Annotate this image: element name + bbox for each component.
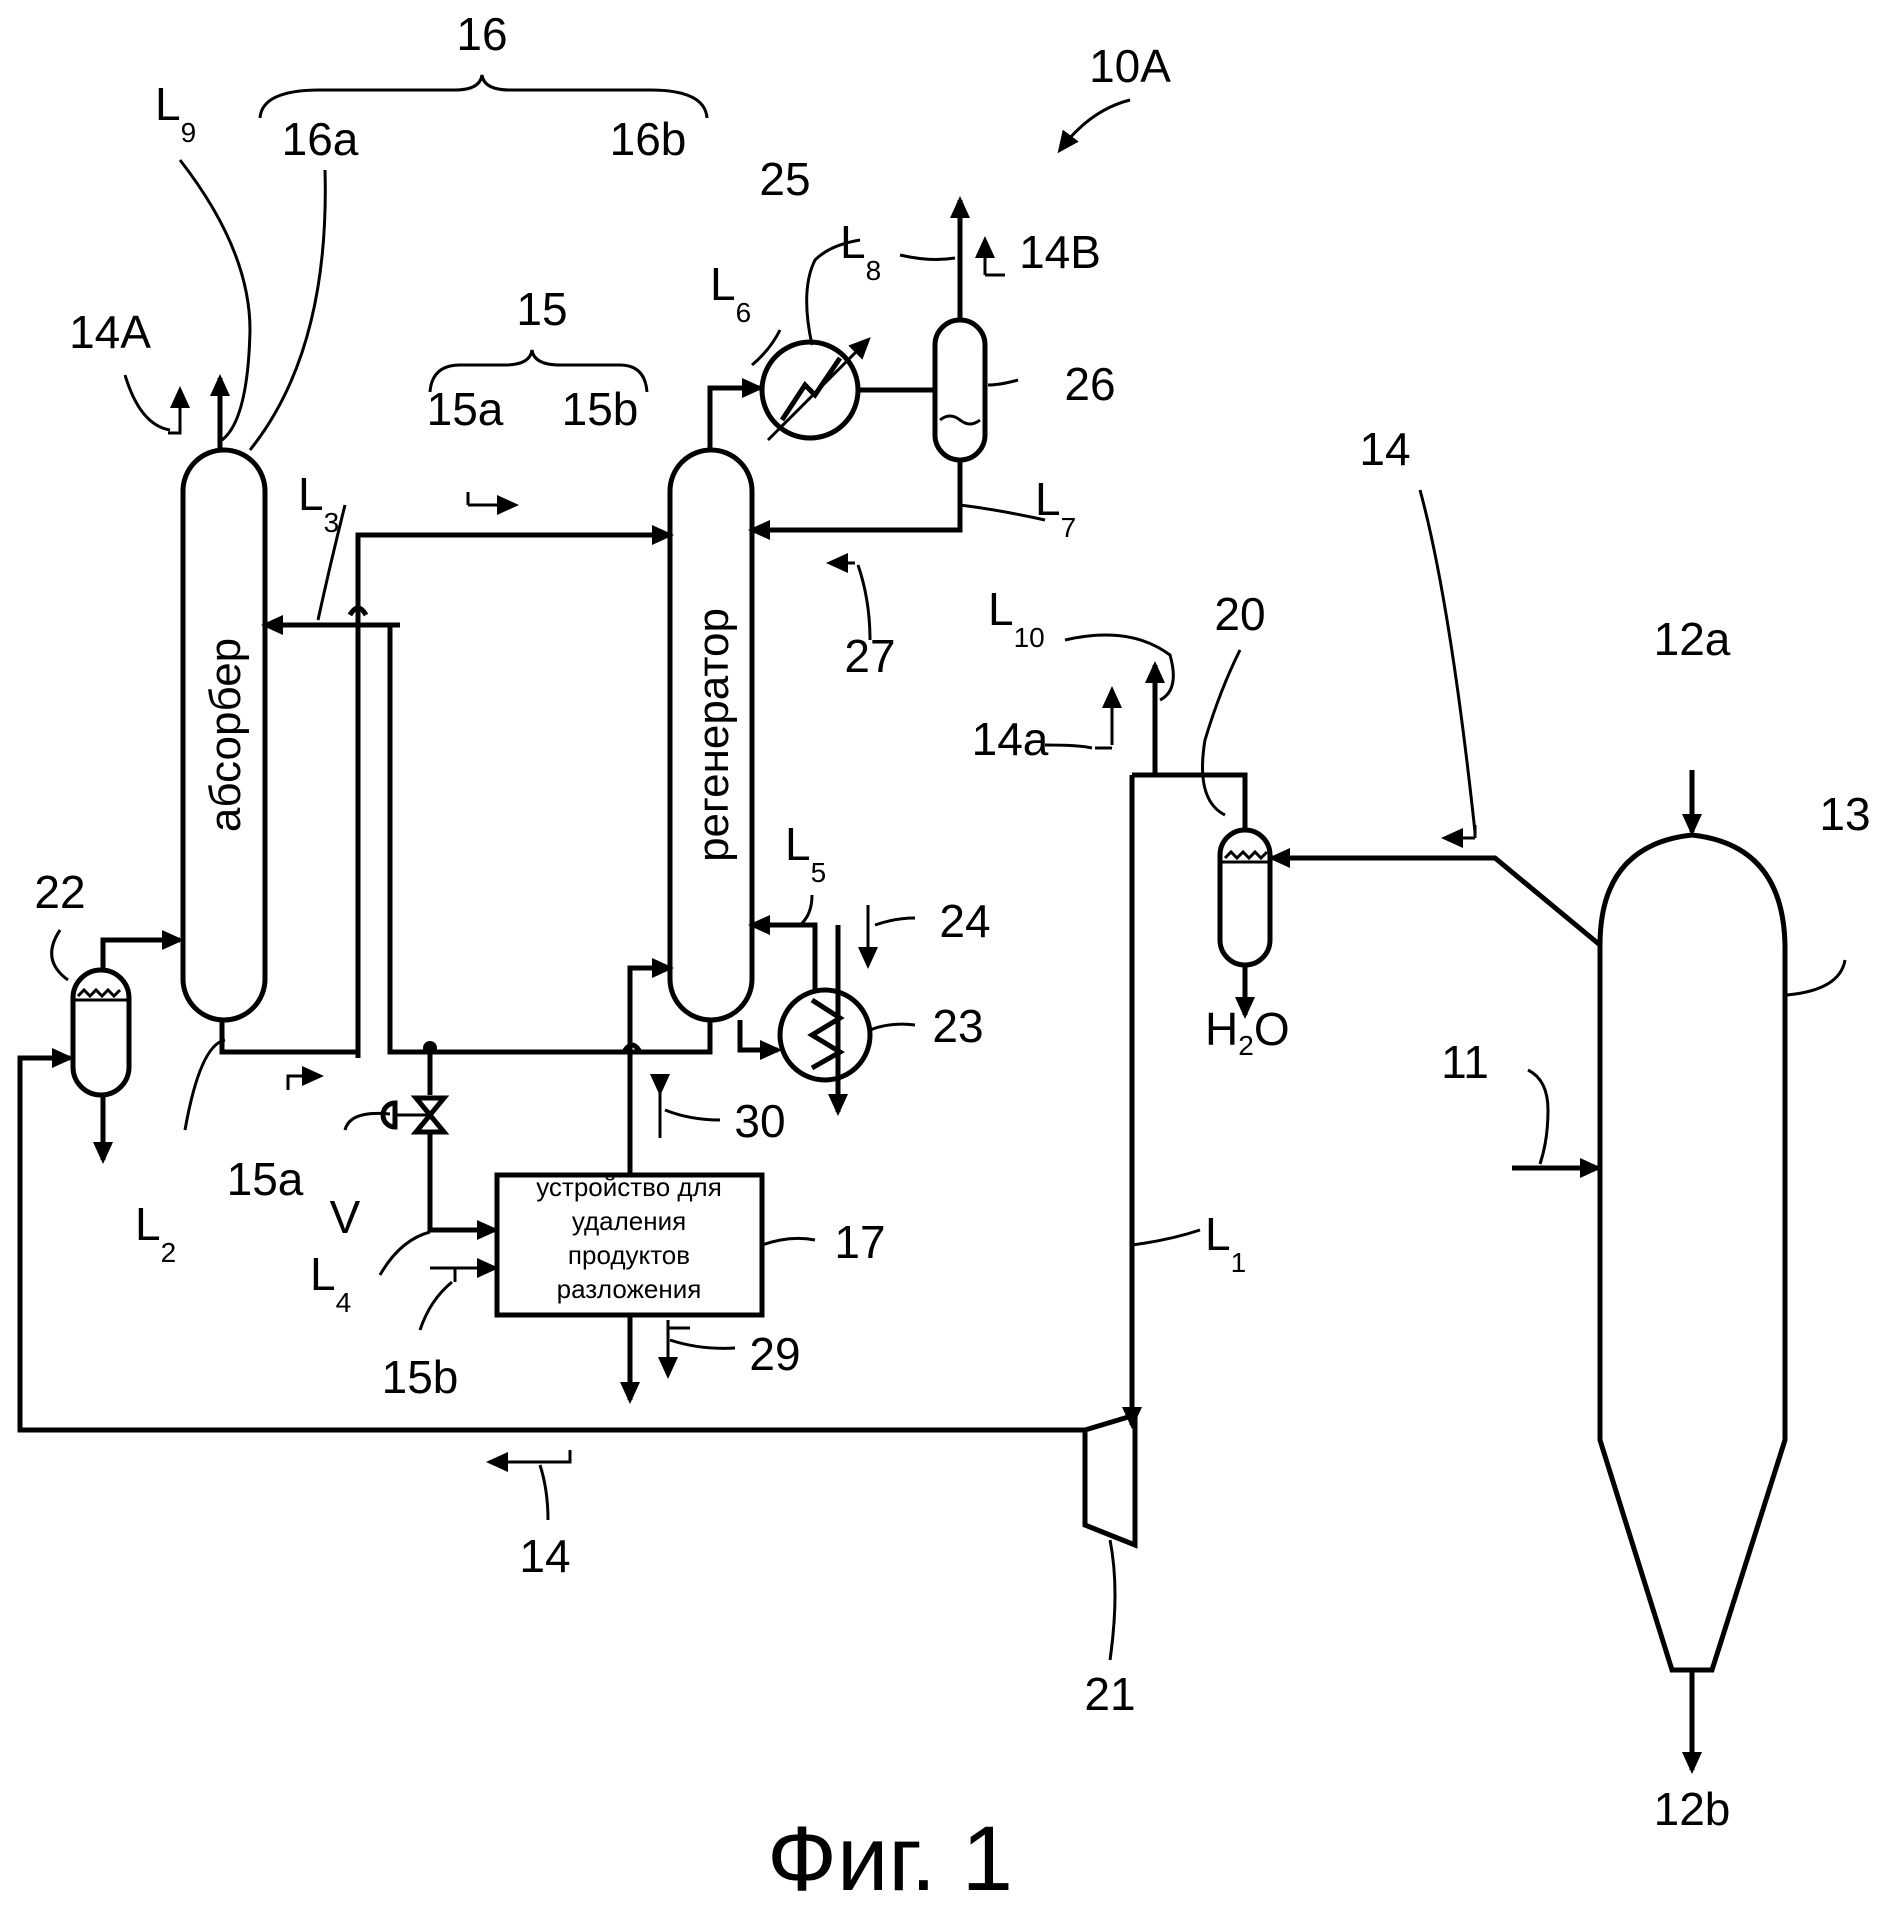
label-L5: L5 bbox=[785, 818, 826, 888]
regenerator-column: регенератор bbox=[667, 447, 755, 1023]
label-21: 21 bbox=[1084, 1668, 1135, 1720]
label-26: 26 bbox=[1064, 358, 1115, 410]
label-27: 27 bbox=[844, 630, 895, 682]
label-L10: L10 bbox=[988, 583, 1045, 653]
regenerator-label: регенератор bbox=[689, 608, 738, 862]
lean-solvent-line bbox=[261, 492, 713, 1058]
label-14a: 14a bbox=[972, 713, 1049, 765]
gasifier-13 bbox=[1512, 770, 1847, 1774]
absorber-column: абсорбер bbox=[180, 447, 268, 1023]
label-L3: L3 bbox=[298, 468, 339, 538]
label-L7: L7 bbox=[1035, 473, 1076, 543]
label-12b: 12b bbox=[1654, 1783, 1731, 1835]
label-h2o: H2O bbox=[1205, 1003, 1290, 1061]
label-24: 24 bbox=[939, 895, 990, 947]
label-L8: L8 bbox=[840, 216, 881, 286]
label-14A: 14A bbox=[69, 306, 151, 358]
brace-15 bbox=[428, 349, 649, 393]
brace-16 bbox=[258, 74, 709, 119]
absorber-label: абсорбер bbox=[201, 638, 250, 832]
scrubber-22 bbox=[50, 929, 184, 1164]
label-29: 29 bbox=[749, 1328, 800, 1380]
label-L1: L1 bbox=[1205, 1208, 1246, 1278]
label-25: 25 bbox=[759, 153, 810, 205]
absorber-top-outlets bbox=[123, 159, 327, 451]
label-15b-top: 15b bbox=[562, 383, 639, 435]
label-L6: L6 bbox=[710, 258, 751, 328]
reboiler-23 bbox=[737, 894, 916, 1116]
label-V: V bbox=[330, 1191, 361, 1243]
label-16: 16 bbox=[456, 8, 507, 60]
label-17: 17 bbox=[834, 1216, 885, 1268]
label-15a-top: 15a bbox=[427, 383, 504, 435]
pointer-10A bbox=[1057, 98, 1131, 154]
label-L9: L9 bbox=[155, 78, 196, 148]
label-16b: 16b bbox=[610, 113, 687, 165]
figure-caption: Фиг. 1 bbox=[767, 1808, 1013, 1910]
device-text-2: удаления bbox=[572, 1206, 686, 1236]
line-crossing bbox=[347, 605, 369, 617]
label-14B: 14B bbox=[1019, 226, 1101, 278]
decomposition-device-17: устройство для удаления продуктов разлож… bbox=[494, 958, 816, 1404]
separator-drum-26 bbox=[932, 317, 988, 463]
label-12a: 12a bbox=[1654, 613, 1731, 665]
knockout-drum-20 bbox=[1044, 489, 1602, 1019]
label-15a-bottom: 15a bbox=[227, 1153, 304, 1205]
device-text-1: устройство для bbox=[536, 1172, 722, 1202]
label-10A: 10A bbox=[1089, 40, 1171, 92]
label-22: 22 bbox=[34, 866, 85, 918]
compressor-21 bbox=[17, 775, 1201, 1661]
label-L2: L2 bbox=[135, 1198, 176, 1268]
label-14-top: 14 bbox=[1359, 423, 1410, 475]
device-text-3: продуктов bbox=[568, 1240, 690, 1270]
label-30: 30 bbox=[734, 1095, 785, 1147]
label-15: 15 bbox=[516, 283, 567, 335]
label-11: 11 bbox=[1441, 1036, 1489, 1088]
regenerator-overhead bbox=[707, 196, 1046, 641]
label-23: 23 bbox=[932, 1000, 983, 1052]
label-14-bottom: 14 bbox=[519, 1530, 570, 1582]
device-text-4: разложения bbox=[557, 1274, 702, 1304]
valve-v bbox=[343, 1041, 499, 1331]
label-L4: L4 bbox=[310, 1248, 351, 1318]
label-20: 20 bbox=[1214, 588, 1265, 640]
labels: 16 10A 16a 16b 25 14B 15 14A 26 15a 15b … bbox=[34, 8, 1870, 1835]
label-13: 13 bbox=[1819, 788, 1870, 840]
rich-solvent-line bbox=[183, 1020, 358, 1131]
label-16a: 16a bbox=[282, 113, 359, 165]
label-15b-bottom: 15b bbox=[382, 1351, 459, 1403]
